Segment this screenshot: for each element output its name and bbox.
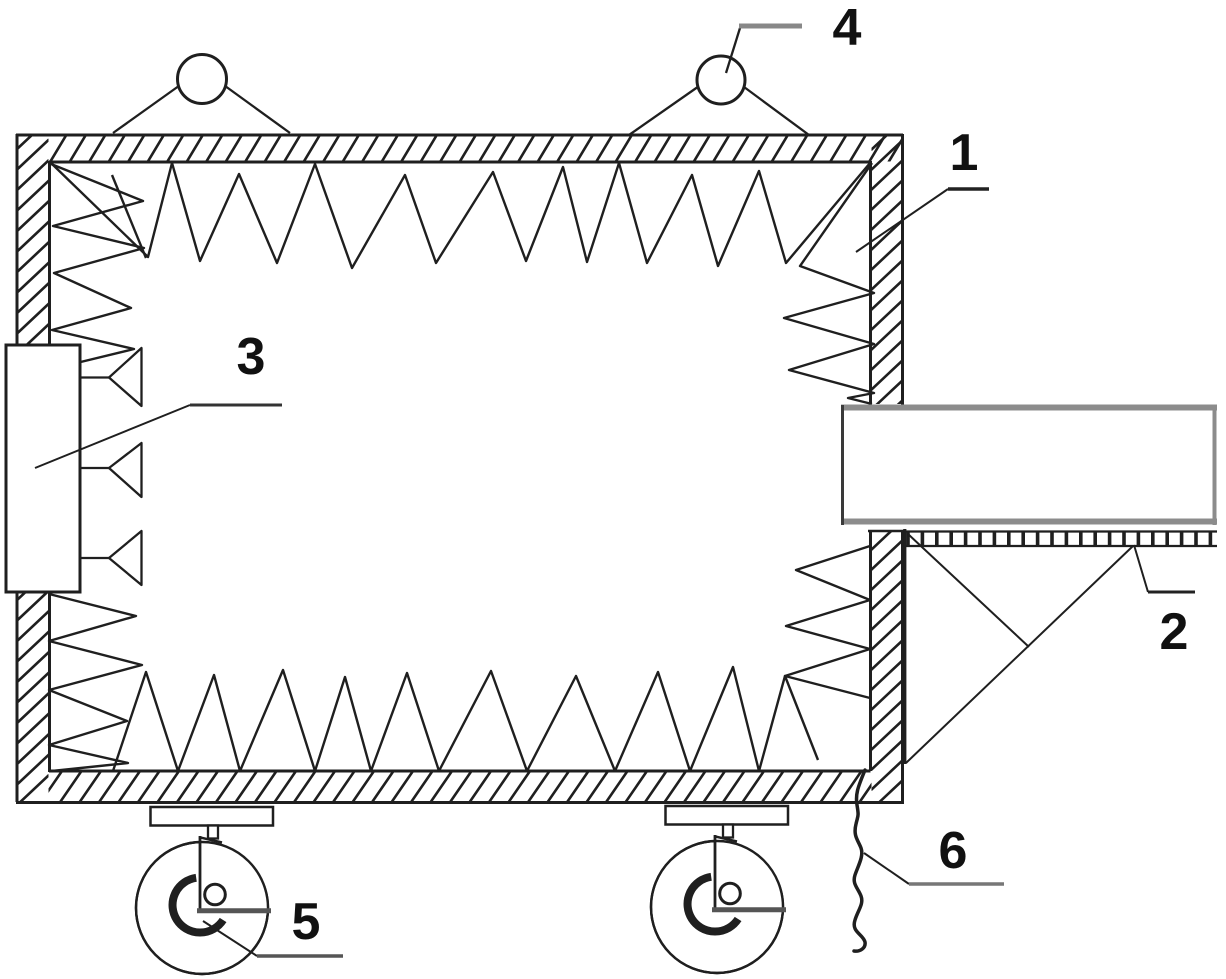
svg-text:2: 2	[1160, 603, 1189, 661]
svg-text:3: 3	[237, 328, 266, 386]
svg-text:1: 1	[950, 124, 979, 182]
svg-text:5: 5	[292, 893, 321, 951]
svg-text:6: 6	[939, 822, 968, 880]
svg-text:4: 4	[833, 0, 862, 57]
